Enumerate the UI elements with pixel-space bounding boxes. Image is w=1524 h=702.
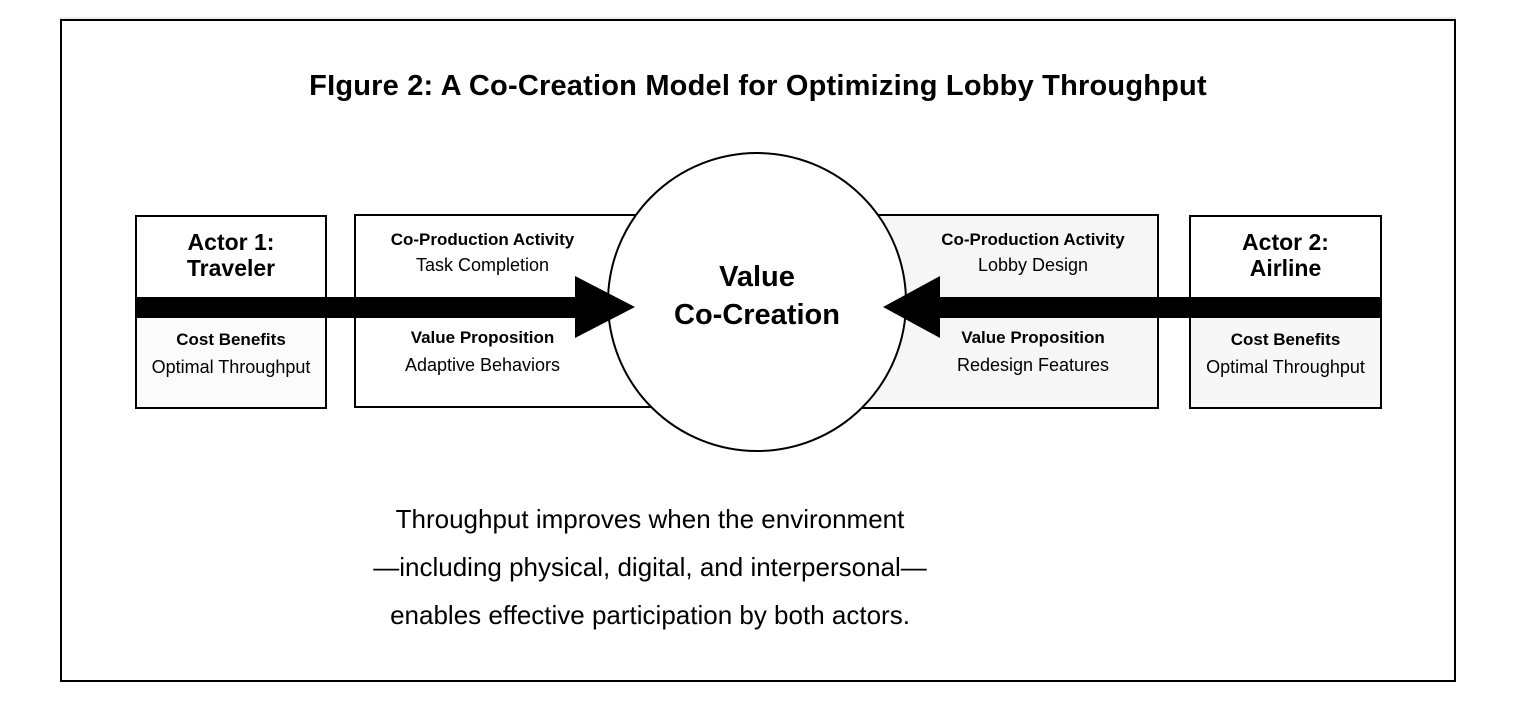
airline-proposition-value: Redesign Features [956,355,1110,375]
caption-line1: Throughput improves when the environment [395,504,905,534]
actor1-benefits-cell [137,316,325,407]
actor1-title-line1: Actor 1: [187,229,275,255]
actor2-benefit-value: Optimal Throughput [1206,357,1365,377]
actor2-benefits-cell [1191,316,1380,407]
traveler-activity-heading: Co-Production Activity [390,230,575,249]
caption-line3: enables effective participation by both … [390,600,910,630]
actor1-title: Actor 1: Traveler [135,229,327,281]
airline-arrow-shaft [940,297,1382,318]
actor2-benefit-heading: Cost Benefits [1230,330,1341,349]
value-co-creation-label: Value Co-Creation [607,258,907,334]
traveler-arrowhead-icon [575,276,635,338]
airline-activity-value: Lobby Design [977,255,1089,275]
figure-title: FIgure 2: A Co-Creation Model for Optimi… [309,70,1207,102]
traveler-proposition-value: Adaptive Behaviors [404,355,561,375]
actor1-title-line2: Traveler [186,255,276,281]
actor1-benefit-heading: Cost Benefits [176,330,286,349]
traveler-activity-value: Task Completion [415,255,550,275]
traveler-arrow-shaft [135,297,580,318]
co-creation-line: Co-Creation [674,299,840,331]
actor1-benefit-value: Optimal Throughput [151,357,311,377]
actor2-title: Actor 2: Airline [1189,229,1382,281]
airline-proposition-heading: Value Proposition [961,328,1105,347]
airline-activity-heading: Co-Production Activity [941,230,1125,249]
figure-frame: FIgure 2: A Co-Creation Model for Optimi… [60,19,1456,682]
airline-arrowhead-icon [883,276,940,338]
caption-line2: —including physical, digital, and interp… [373,552,927,582]
actor2-title-line2: Airline [1249,255,1322,281]
traveler-proposition-heading: Value Proposition [410,328,555,347]
value-line: Value [719,261,795,293]
actor2-title-line1: Actor 2: [1242,229,1329,255]
value-co-creation-circle [607,152,907,452]
figure-caption: Throughput improves when the environment… [62,495,1238,639]
